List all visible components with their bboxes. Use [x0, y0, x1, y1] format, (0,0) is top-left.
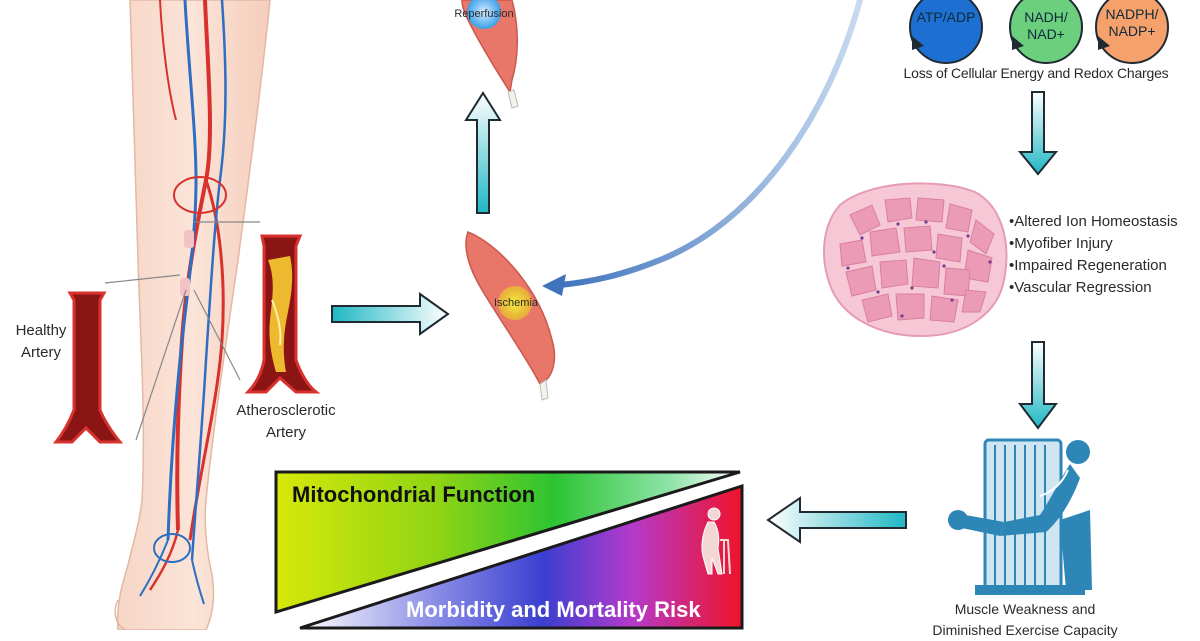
mitochondrial-function-label: Mitochondrial Function	[292, 482, 536, 507]
mitochondrial-function-wedge	[274, 470, 741, 615]
arrow-tissue-to-weakness	[1018, 341, 1058, 430]
reperfusion-muscle	[461, 0, 519, 109]
effects-list: •Altered Ion Homeostasis •Myofiber Injur…	[1009, 211, 1178, 299]
ischemia-label: Ischemia	[493, 297, 539, 309]
arrow-ischemia-to-reperfusion	[464, 91, 502, 214]
curved-arrow-to-ischemia	[542, 0, 863, 296]
nadph-circle-text: NADPH/ NADP+	[1096, 6, 1168, 40]
risk-triangle	[274, 470, 744, 630]
weakness-label-line2: Diminished Exercise Capacity	[932, 622, 1118, 638]
leg-illustration	[104, 0, 271, 630]
weakness-label-line1: Muscle Weakness and	[954, 601, 1096, 617]
healthy-artery-label-line2: Artery	[20, 344, 61, 361]
reperfusion-glow	[467, 0, 501, 29]
nadph-line1: NADPH/	[1105, 6, 1159, 22]
ischemic-muscle	[465, 231, 556, 401]
energy-circles	[909, 0, 1169, 64]
morbidity-risk-label: Morbidity and Mortality Risk	[406, 597, 701, 622]
energy-caption: Loss of Cellular Energy and Redox Charge…	[903, 65, 1169, 81]
atherosclerotic-artery-label-line2: Artery	[265, 424, 306, 441]
elderly-walker-icon	[701, 507, 731, 575]
atherosclerotic-artery	[244, 234, 321, 394]
effect-ion-homeostasis: •Altered Ion Homeostasis	[1009, 213, 1178, 230]
nadh-line1: NADH/	[1024, 9, 1068, 25]
nadph-circle	[1095, 0, 1169, 64]
healthy-artery-label-line1: Healthy	[15, 322, 67, 339]
muscle-tissue-section	[823, 182, 1008, 338]
reperfusion-label: Reperfusion	[454, 8, 514, 20]
exercise-machine	[948, 438, 1092, 595]
effect-impaired-regeneration: •Impaired Regeneration	[1009, 257, 1167, 274]
atp-circle	[909, 0, 983, 64]
arrow-weakness-to-triangle	[766, 496, 907, 544]
atherosclerotic-artery-label-line1: Atherosclerotic	[236, 402, 336, 419]
effect-vascular-regression: •Vascular Regression	[1009, 279, 1152, 296]
arrow-energy-to-tissue	[1017, 91, 1059, 176]
morbidity-risk-wedge	[299, 483, 744, 630]
effect-myofiber-injury: •Myofiber Injury	[1009, 235, 1113, 252]
atp-circle-text: ATP/ADP	[910, 9, 982, 26]
nadh-line2: NAD+	[1027, 26, 1065, 42]
healthy-artery	[52, 291, 124, 444]
nadph-line2: NADP+	[1108, 23, 1156, 39]
nadh-circle	[1009, 0, 1083, 64]
atp-line1: ATP/ADP	[916, 9, 976, 25]
arrow-leg-to-ischemia	[331, 292, 450, 336]
nadh-circle-text: NADH/ NAD+	[1010, 9, 1082, 43]
ischemia-glow	[498, 286, 532, 320]
